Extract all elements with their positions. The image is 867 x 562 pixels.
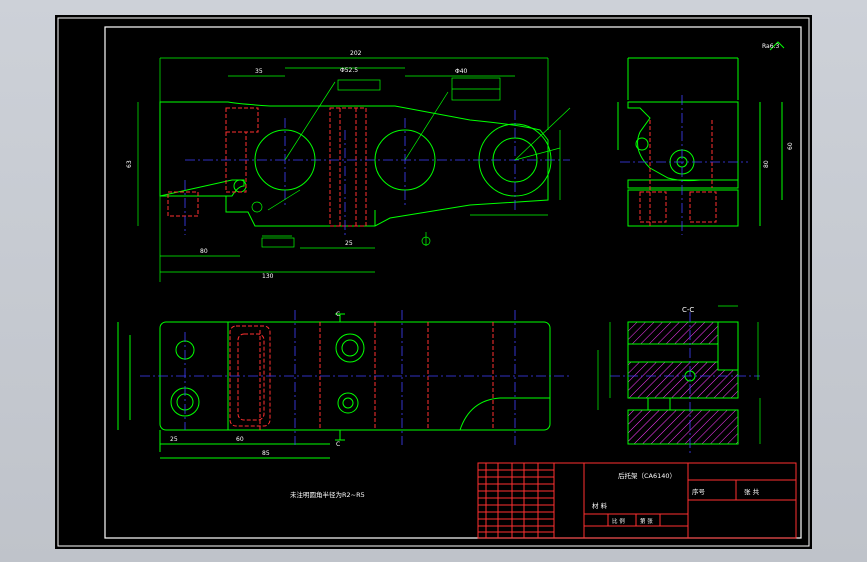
sheet-label: 第 张 — [640, 517, 653, 525]
dim-bottom-b: 130 — [262, 273, 274, 280]
material-label: 材 料 — [592, 501, 608, 510]
seq-label: 序号 — [692, 487, 706, 496]
dim-top-left: 35 — [255, 68, 263, 75]
section-centerlines — [610, 312, 760, 455]
side-view — [617, 41, 785, 227]
dim-bottom-c: 25 — [345, 240, 353, 247]
dim-left-height: 63 — [126, 160, 133, 168]
side-view-centerlines — [620, 95, 748, 235]
roughness-mark: Ra6.3 — [762, 43, 779, 50]
quantity-label: 张 共 — [744, 487, 760, 496]
main-view-dims — [137, 57, 571, 282]
plan-view-centerlines — [140, 310, 570, 445]
dim-front-c: 85 — [262, 450, 270, 457]
scale-label: 比 例 — [612, 517, 625, 525]
plan-view — [117, 313, 551, 459]
cut-mark-top: C — [336, 311, 340, 318]
side-view-hidden — [639, 120, 717, 226]
cut-mark-bottom: C — [336, 441, 340, 448]
part-name: 后托架（CA6140） — [618, 471, 676, 480]
dim-top-right: Φ40 — [455, 68, 468, 75]
dim-right-b: 60 — [787, 142, 794, 150]
outer-frame — [57, 17, 810, 547]
dim-bottom-a: 80 — [200, 248, 208, 255]
main-view-centerlines — [184, 110, 570, 236]
dim-top-center: Φ52.5 — [340, 67, 358, 74]
main-view-dimtext: 202 35 Φ52.5 Φ40 63 80 130 25 — [126, 50, 468, 280]
dim-front-a: 25 — [170, 436, 178, 443]
general-note: 未注明圆角半径为R2~R5 — [290, 490, 365, 499]
dim-top-overall: 202 — [350, 50, 362, 57]
inner-frame — [104, 26, 802, 539]
section-view — [627, 321, 739, 445]
dim-front-b: 60 — [236, 436, 244, 443]
title-block — [477, 462, 797, 539]
title-block-text: 后托架（CA6140） 序号 张 共 材 料 比 例 第 张 — [592, 471, 760, 525]
section-label: C-C — [682, 306, 694, 314]
main-view-hidden — [167, 107, 367, 227]
section-dims — [597, 305, 761, 444]
drawing-sheet — [55, 15, 812, 549]
dim-right-a: 80 — [763, 160, 770, 168]
